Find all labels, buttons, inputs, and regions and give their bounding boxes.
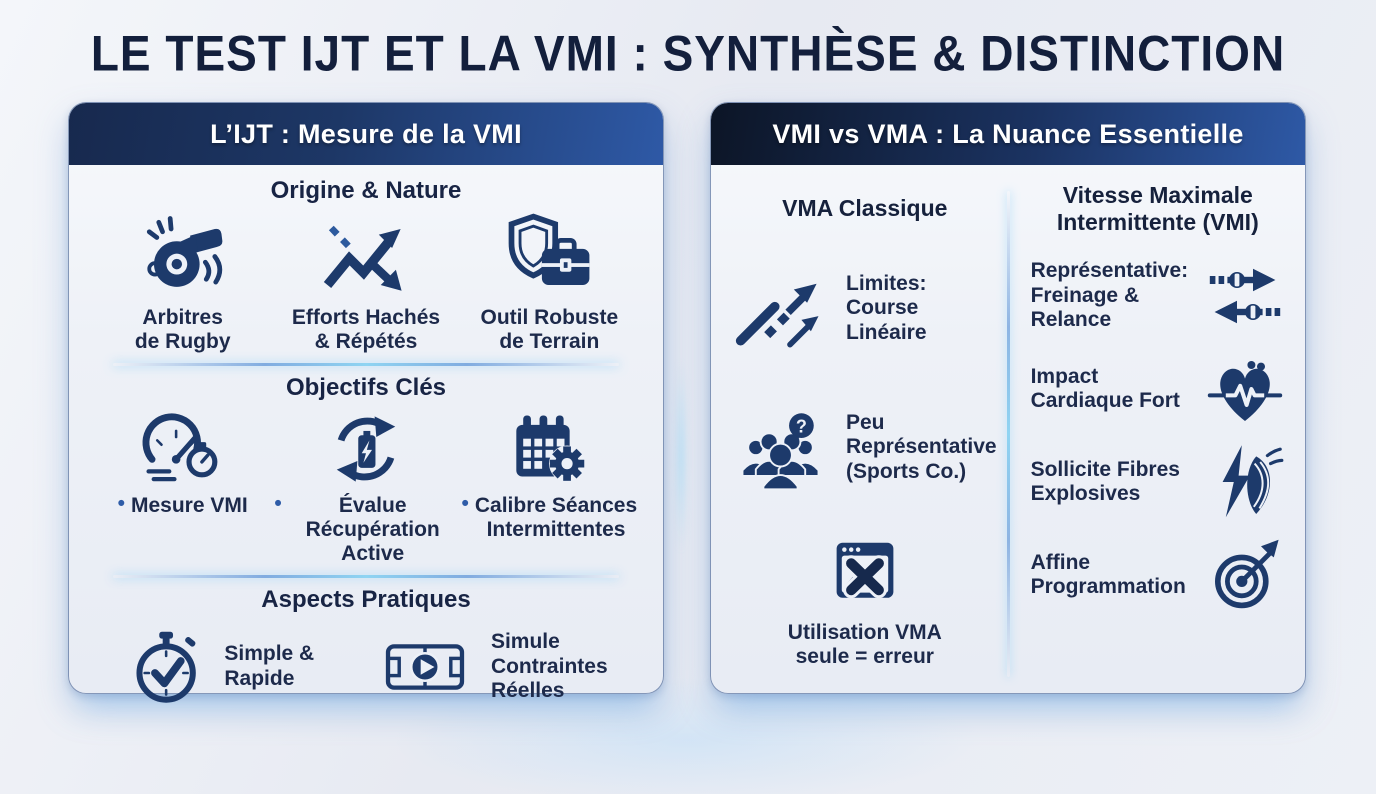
- list-item: Efforts Hachés & Répétés: [274, 209, 457, 355]
- objectifs-cles-items: • Mesure VMI: [87, 406, 645, 567]
- item-label-row: • Calibre Séances Intermittentes: [462, 492, 638, 543]
- heart-ecg-icon: [1205, 349, 1285, 429]
- list-item: Simule Contraintes Réelles: [373, 624, 608, 710]
- item-label: Évalue Récupération Active: [305, 493, 440, 566]
- vma-column: VMA Classique Limi: [715, 173, 1015, 681]
- browser-error-icon: [822, 529, 908, 615]
- shield-briefcase-icon: [502, 209, 597, 304]
- aspects-pratiques-items: Simple & Rapide: [87, 624, 645, 710]
- right-panel-body: VMA Classique Limi: [711, 165, 1305, 693]
- item-label: Mesure VMI: [130, 493, 248, 517]
- page-title: LE TEST IJT ET LA VMI : SYNTHÈSE & DISTI…: [90, 24, 1286, 82]
- left-panel-body: Origine & Nature: [69, 165, 663, 722]
- stopwatch-check-icon: [124, 624, 210, 710]
- question-mark-glyph: ?: [796, 416, 807, 436]
- item-label: Calibre Séances Intermittentes: [474, 493, 638, 542]
- item-label: Simule Contraintes Réelles: [490, 630, 608, 702]
- item-label: Sollicite Fibres Explosives: [1030, 457, 1180, 505]
- item-label: Affine Programmation: [1030, 550, 1186, 598]
- battery-recycle-icon: [323, 406, 409, 492]
- section-heading-aspects-pratiques: Aspects Pratiques: [261, 585, 471, 613]
- list-item: Simple & Rapide: [124, 624, 314, 710]
- bullet: •: [461, 491, 469, 515]
- item-label-row: • Évalue Récupération Active: [274, 492, 457, 567]
- item-label: Limites: Course Linéaire: [846, 271, 927, 344]
- list-item: • Calibre Séances Intermittentes: [458, 406, 641, 543]
- item-label: Représentative: Freinage & Relance: [1030, 259, 1189, 332]
- item-label-row: • Mesure VMI: [118, 492, 248, 518]
- item-label: Efforts Hachés & Répétés: [291, 306, 441, 354]
- linear-track-icon: [733, 261, 828, 356]
- muscle-lightning-icon: [1205, 442, 1285, 522]
- section-heading-objectifs-cles: Objectifs Clés: [285, 373, 447, 401]
- calendar-gear-icon: [506, 406, 592, 492]
- list-item: Affine Programmation: [1031, 535, 1285, 615]
- left-panel-title: L’IJT : Mesure de la VMI: [210, 118, 522, 149]
- infographic-root: LE TEST IJT ET LA VMI : SYNTHÈSE & DISTI…: [0, 24, 1376, 703]
- right-panel-header: VMI vs VMA : La Nuance Essentielle: [711, 103, 1305, 165]
- section-divider: [113, 574, 619, 578]
- list-item: Représentative: Freinage & Relance: [1031, 256, 1285, 336]
- section-divider: [113, 362, 619, 366]
- list-item: Limites: Course Linéaire: [733, 261, 997, 356]
- vmi-column-heading: Vitesse Maximale Intermittente (VMI): [1056, 181, 1259, 235]
- right-panel: VMI vs VMA : La Nuance Essentielle VMA C…: [710, 102, 1306, 694]
- list-item: • Évalue Récupération Active: [274, 406, 457, 567]
- bullet: •: [117, 491, 125, 515]
- left-panel-header: L’IJT : Mesure de la VMI: [69, 103, 663, 165]
- list-item: Outil Robuste de Terrain: [458, 209, 641, 355]
- item-label: Impact Cardiaque Fort: [1030, 364, 1180, 412]
- origine-nature-items: Arbitres de Rugby Efforts: [87, 209, 645, 355]
- zigzag-arrows-icon: [318, 209, 413, 304]
- list-item: Sollicite Fibres Explosives: [1031, 442, 1285, 522]
- vma-column-heading: VMA Classique: [782, 195, 948, 222]
- section-heading-origine-nature: Origine & Nature: [270, 177, 462, 204]
- item-label: Simple & Rapide: [224, 642, 315, 690]
- list-item: Arbitres de Rugby: [91, 209, 274, 355]
- left-panel: L’IJT : Mesure de la VMI Origine & Natur…: [68, 102, 664, 703]
- crowd-question-icon: ?: [733, 400, 828, 495]
- item-label: Peu Représentative (Sports Co.): [846, 410, 997, 483]
- list-item: ? Peu Représentative (Sports Co.): [733, 400, 997, 495]
- item-label: Arbitres de Rugby: [134, 306, 231, 354]
- target-dart-icon: [1205, 535, 1285, 615]
- right-panel-title: VMI vs VMA : La Nuance Essentielle: [772, 118, 1244, 149]
- vmi-column: Vitesse Maximale Intermittente (VMI) Rep…: [1015, 173, 1301, 681]
- whistle-icon: [135, 209, 230, 304]
- column-divider: [1007, 191, 1010, 677]
- list-item: Utilisation VMA seule = erreur: [733, 529, 997, 670]
- item-label: Outil Robuste de Terrain: [480, 306, 619, 354]
- speedometer-stopwatch-icon: [140, 406, 226, 492]
- item-label: Utilisation VMA seule = erreur: [787, 621, 942, 669]
- field-play-icon: [373, 624, 477, 710]
- bullet: •: [274, 491, 282, 515]
- panels-container: L’IJT : Mesure de la VMI Origine & Natur…: [0, 102, 1376, 703]
- list-item: • Mesure VMI: [91, 406, 274, 518]
- brake-relaunch-icon: [1205, 256, 1285, 336]
- list-item: Impact Cardiaque Fort: [1031, 349, 1285, 429]
